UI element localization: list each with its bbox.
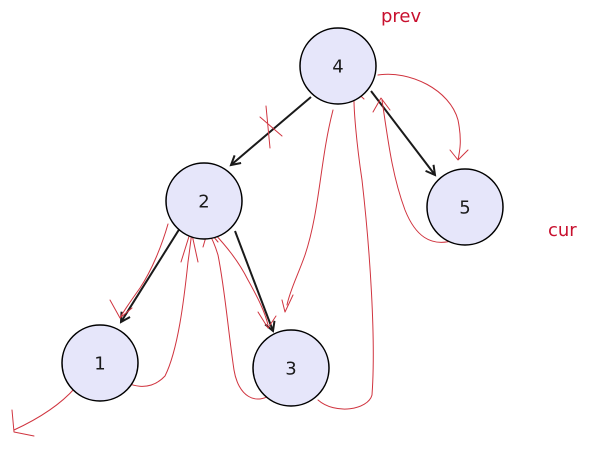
node-4-circle [299, 27, 377, 105]
edge-4-to-2 [231, 96, 312, 165]
node-2[interactable]: 2 [165, 162, 243, 240]
cur-label: cur [548, 220, 577, 241]
node-5-circle [426, 168, 504, 246]
cross-mark [259, 105, 283, 149]
node-4[interactable]: 4 [299, 27, 377, 105]
edge-4-to-5 [370, 90, 435, 175]
descend-2-to-1 [109, 223, 169, 319]
edge-2-to-1 [121, 227, 181, 322]
node-5-label: 5 [459, 198, 470, 219]
loop-4-to-5 [377, 73, 469, 161]
node-5[interactable]: 5 [426, 168, 504, 246]
node-2-label: 2 [198, 192, 209, 213]
node-4-label: 4 [332, 57, 343, 78]
descend-1-to-null [11, 387, 76, 437]
descend-2-to-3 [213, 232, 277, 329]
edge-2-to-3 [234, 230, 273, 331]
node-3[interactable]: 3 [252, 329, 330, 407]
node-3-circle [252, 329, 330, 407]
node-1-circle [61, 324, 139, 402]
node-1[interactable]: 1 [61, 324, 139, 402]
prev-label: prev [381, 6, 422, 27]
node-3-label: 3 [285, 359, 296, 380]
node-2-circle [165, 162, 243, 240]
node-1-label: 1 [94, 354, 105, 375]
descend-4-to-3 [281, 109, 334, 313]
return-5-to-4 [372, 97, 456, 243]
